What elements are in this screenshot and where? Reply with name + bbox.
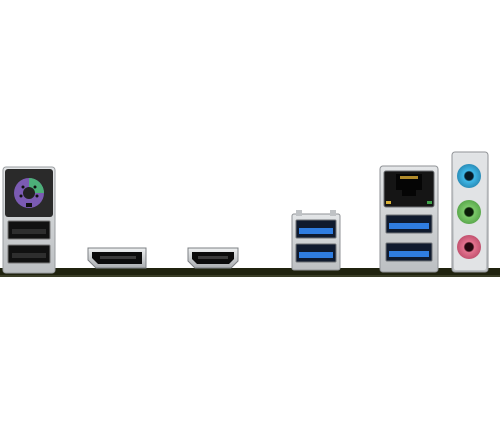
hdmi-port bbox=[187, 247, 239, 269]
lan-usb3-stack bbox=[379, 165, 439, 273]
displayport-port bbox=[87, 247, 147, 269]
audio-jack-stack bbox=[451, 151, 489, 273]
pcb-edge bbox=[0, 268, 500, 275]
ps2-usb2-stack bbox=[2, 166, 56, 274]
usb3-stack-middle bbox=[291, 210, 341, 271]
